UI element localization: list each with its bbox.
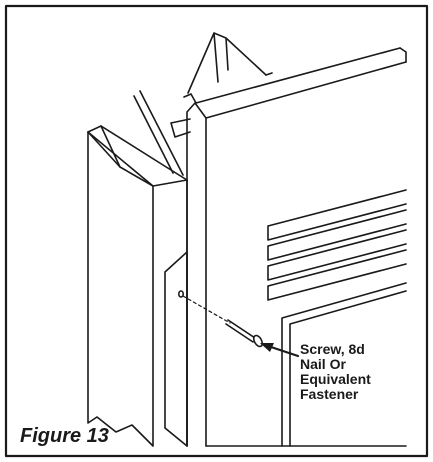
lower-opening [281,282,407,447]
callout-line: Nail Or [300,356,346,372]
callout-line: Screw, 8d [300,341,365,357]
louver [267,189,407,241]
rod-line [139,90,184,176]
panel-top-edge [399,47,407,63]
louver-group [267,189,407,301]
screw-shank [225,319,256,343]
nail-hole [178,290,185,298]
louver [267,229,407,281]
louver [267,209,407,261]
leader-arrowhead [260,343,274,352]
mounting-plate [164,251,188,447]
top-bracket [187,32,267,94]
post-top [183,93,197,104]
left-bracket-fold [87,131,121,168]
leader-line [266,344,300,358]
screw-head [252,334,264,348]
fastener-path [182,295,231,324]
fastener-callout: Screw, 8d Nail Or Equivalent Fastener [300,342,432,402]
rod-line [133,95,174,174]
callout-line: Equivalent [300,371,371,387]
left-bracket-front [87,131,154,447]
figure-caption: Figure 13 [20,425,109,447]
main-panel [195,47,407,447]
vertical-post [186,102,207,447]
figure-border [4,4,429,458]
top-bracket-edge [265,72,273,76]
callout-line: Fastener [300,386,359,402]
louver [267,249,407,301]
